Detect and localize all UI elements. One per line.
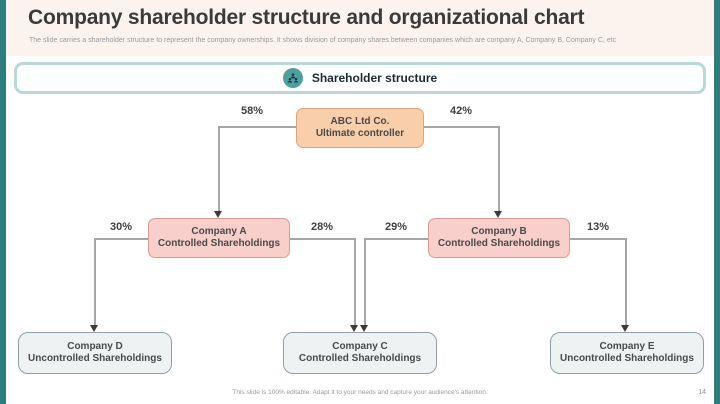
shareholder-structure-banner: Shareholder structure: [14, 62, 706, 94]
node-subtitle: Uncontrolled Shareholdings: [28, 353, 162, 364]
left-accent-bar: [0, 0, 6, 404]
edge-label-29: 29%: [384, 221, 408, 233]
connector-line: [218, 126, 220, 211]
node-subtitle: Ultimate controller: [315, 128, 405, 139]
node-company-e: Company E Uncontrolled Shareholdings: [550, 332, 704, 374]
connector-line: [498, 126, 500, 211]
page-title: Company shareholder structure and organi…: [28, 6, 585, 29]
node-title: Company B: [471, 226, 527, 237]
edge-label-30: 30%: [109, 221, 133, 233]
arrowhead-icon: [90, 325, 98, 332]
connector-line: [424, 126, 499, 128]
node-title: Company D: [67, 341, 123, 352]
arrowhead-icon: [360, 325, 368, 332]
connector-line: [365, 238, 428, 240]
connector-line: [364, 238, 366, 325]
edge-label-13: 13%: [586, 221, 610, 233]
node-subtitle: Uncontrolled Shareholdings: [560, 353, 694, 364]
node-title: ABC Ltd Co.: [330, 116, 390, 127]
arrowhead-icon: [621, 325, 629, 332]
edge-label-28: 28%: [310, 221, 334, 233]
connector-line: [290, 238, 355, 240]
connector-line: [219, 126, 296, 128]
node-company-c: Company C Controlled Shareholdings: [283, 332, 437, 374]
edge-label-42: 42%: [449, 105, 473, 117]
banner-label: Shareholder structure: [311, 71, 438, 85]
node-title: Company C: [332, 341, 388, 352]
arrowhead-icon: [350, 325, 358, 332]
right-accent-bar: [714, 0, 720, 404]
slide-subtitle: The slide carries a shareholder structur…: [29, 37, 617, 44]
edge-label-58: 58%: [240, 105, 264, 117]
arrowhead-icon: [214, 211, 222, 218]
connector-line: [570, 238, 627, 240]
connector-line: [95, 238, 148, 240]
node-company-a: Company A Controlled Shareholdings: [148, 218, 290, 258]
node-title: Company A: [191, 226, 247, 237]
footer-note: This slide is 100% editable. Adapt it to…: [232, 389, 488, 396]
people-group-icon: [282, 68, 303, 88]
connector-line: [625, 238, 627, 325]
node-abc-ltd: ABC Ltd Co. Ultimate controller: [296, 108, 424, 148]
node-subtitle: Controlled Shareholdings: [437, 238, 561, 249]
node-subtitle: Controlled Shareholdings: [298, 353, 422, 364]
node-title: Company E: [599, 341, 655, 352]
node-subtitle: Controlled Shareholdings: [157, 238, 281, 249]
node-company-b: Company B Controlled Shareholdings: [428, 218, 570, 258]
page-number: 14: [698, 389, 706, 396]
slide-header: Company shareholder structure and organi…: [6, 0, 714, 56]
arrowhead-icon: [494, 211, 502, 218]
node-company-d: Company D Uncontrolled Shareholdings: [18, 332, 172, 374]
connector-line: [94, 238, 96, 325]
connector-line: [354, 238, 356, 325]
